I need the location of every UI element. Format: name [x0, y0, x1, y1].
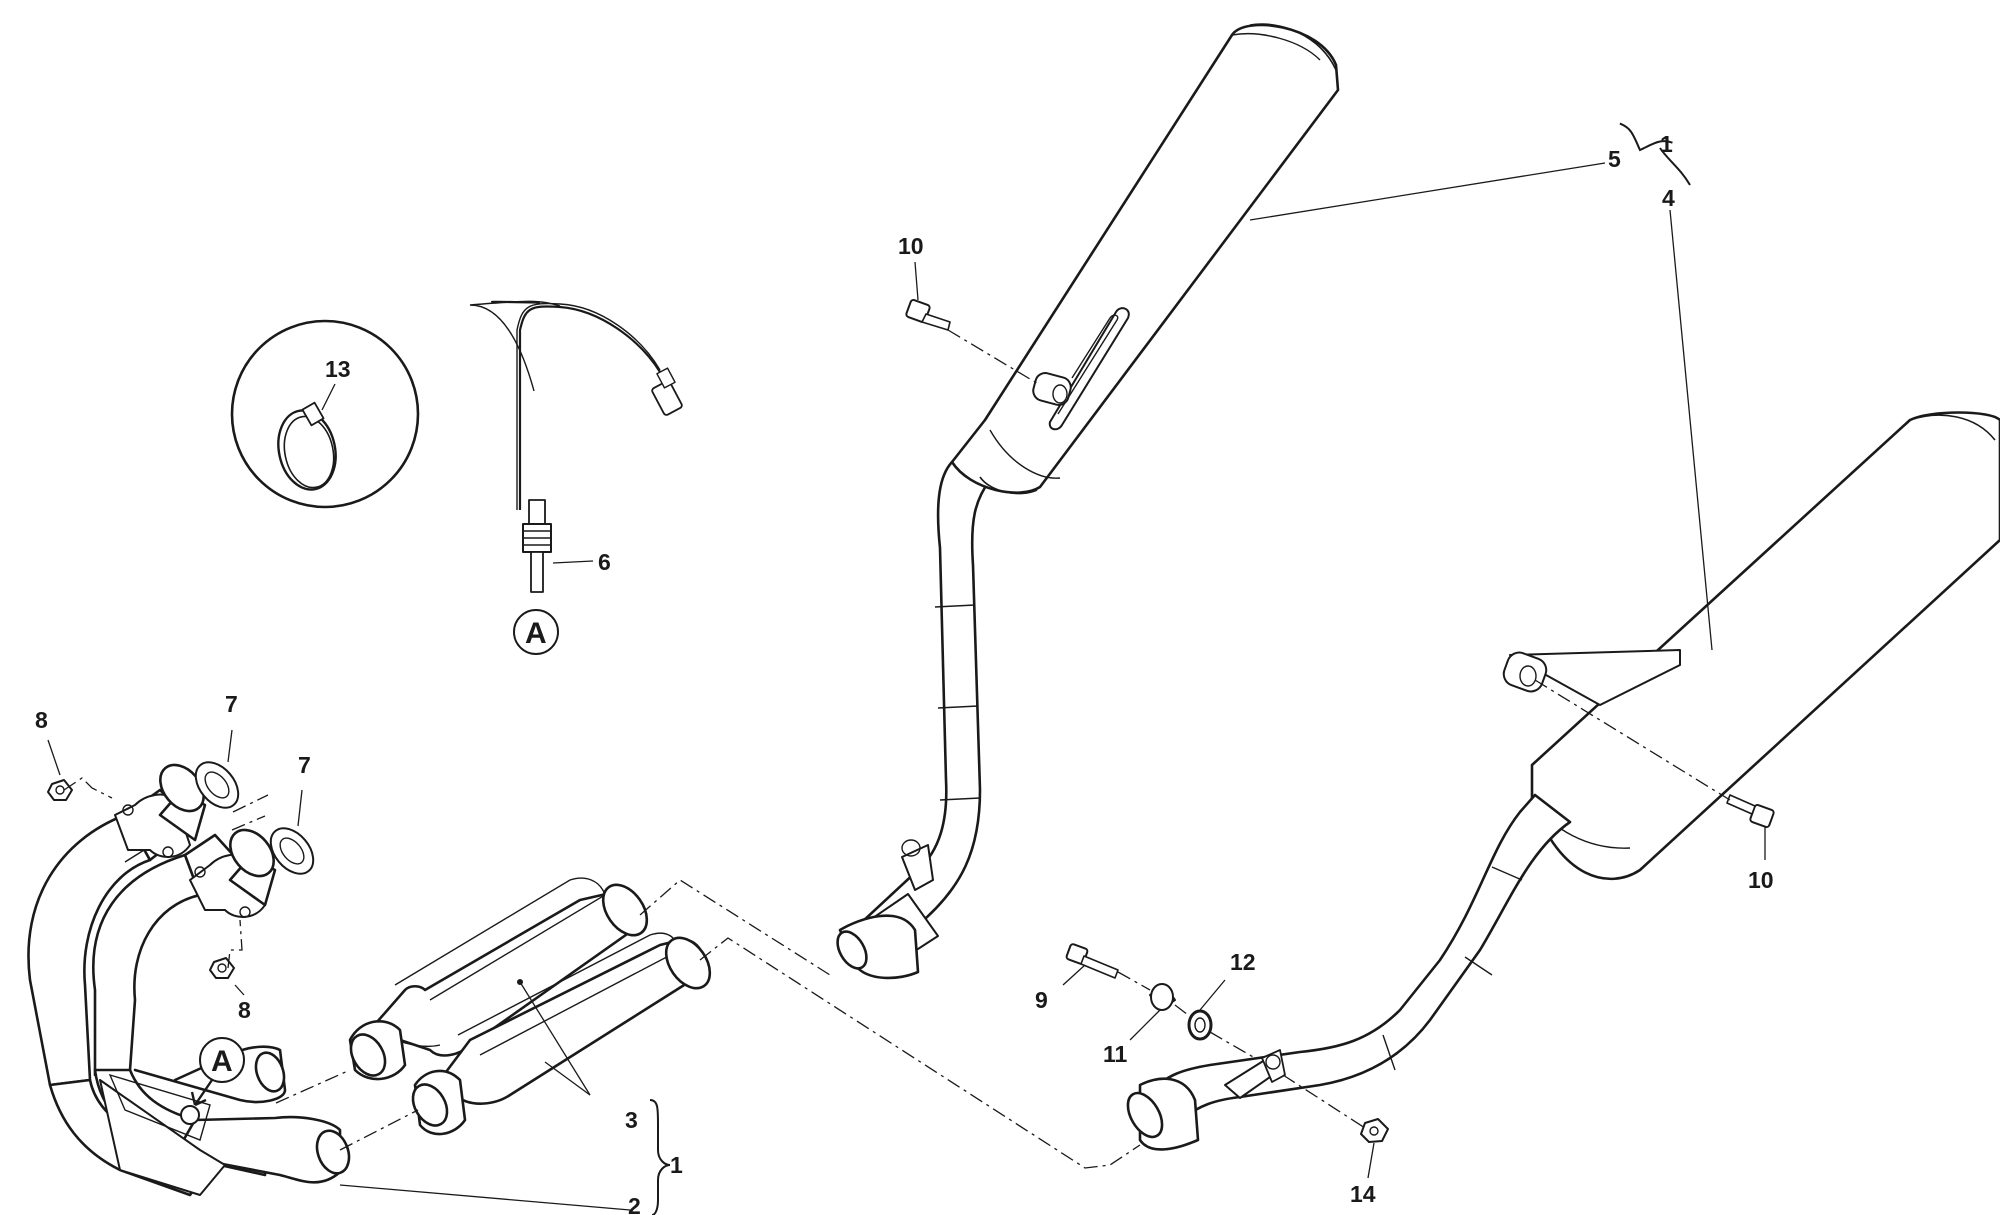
- spacer-bushing: [1149, 983, 1176, 1011]
- flange-nut: [1360, 1118, 1389, 1143]
- gasket-upper: [194, 761, 240, 809]
- callout-7-upper: 7: [225, 691, 238, 717]
- assembly-lines: [63, 329, 1731, 1169]
- bolt-lower: [1726, 794, 1775, 829]
- mount-bolt: [1065, 943, 1119, 979]
- callout-10-upper: 10: [898, 233, 924, 259]
- callout-1-top: 1: [1660, 131, 1673, 157]
- lambda-sensor: [469, 300, 683, 593]
- callout-8-lower: 8: [238, 997, 251, 1023]
- brace-lower: [649, 1099, 671, 1215]
- callout-13: 13: [325, 356, 351, 382]
- bolt-upper: [905, 298, 951, 331]
- callout-11: 11: [1103, 1041, 1128, 1067]
- callout-9: 9: [1035, 987, 1048, 1013]
- lower-muffler: [1126, 411, 2000, 1151]
- marker-a-manifold: A: [211, 1045, 233, 1078]
- brace-upper: [1619, 122, 1691, 186]
- nut-lower: [209, 957, 235, 979]
- callout-1-bottom: 1: [670, 1152, 683, 1178]
- pipe-end-lower: [1126, 1049, 1286, 1151]
- callout-6: 6: [598, 549, 611, 575]
- callout-2: 2: [628, 1193, 641, 1215]
- callout-7-lower: 7: [298, 752, 311, 778]
- part-labels: 1 5 4 10 13 6 A 7 8 7 10 12 9 8 11 A 3 1…: [35, 131, 1774, 1215]
- marker-a-sensor: A: [525, 617, 547, 650]
- catalytic-converter-lower: [411, 932, 712, 1136]
- leader-lines: [47, 162, 1766, 1211]
- nut-upper: [47, 779, 73, 801]
- callout-3: 3: [625, 1107, 638, 1133]
- pipe-end-upper: [836, 839, 939, 980]
- exhaust-header: [27, 763, 351, 1197]
- muffler-mount-bracket: [1032, 307, 1130, 431]
- rubber-grommet: [1187, 1009, 1213, 1041]
- header-sensor-boss: [180, 1105, 200, 1125]
- hose-clamp: [277, 401, 337, 491]
- muffler-rear-bracket: [1502, 649, 1681, 706]
- callout-12: 12: [1230, 949, 1256, 975]
- header-collar-lower: [228, 828, 277, 907]
- callout-4: 4: [1662, 185, 1675, 211]
- clamp-detail-circle: [230, 319, 420, 509]
- upper-muffler: [836, 23, 1340, 980]
- reference-marker-a-manifold: [190, 1037, 245, 1107]
- callout-10-lower: 10: [1748, 867, 1774, 893]
- callout-5: 5: [1608, 146, 1621, 172]
- callout-8-upper: 8: [35, 707, 48, 733]
- gasket-lower: [269, 827, 315, 875]
- callout-14: 14: [1350, 1181, 1376, 1207]
- catalytic-converter-upper: [348, 877, 649, 1081]
- reference-marker-a-sensor: [513, 609, 559, 655]
